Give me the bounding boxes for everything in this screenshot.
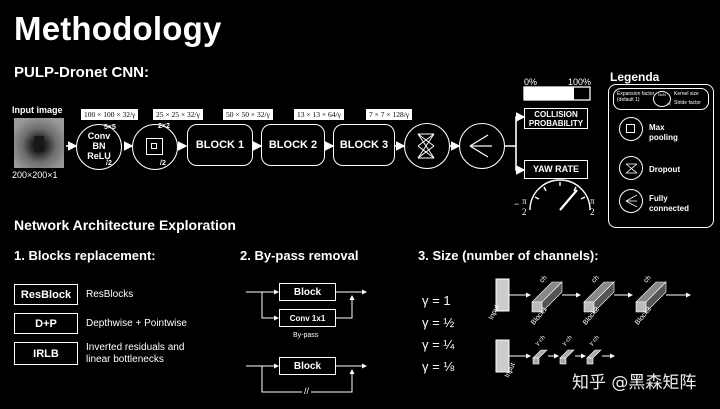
fc-output-node xyxy=(459,123,505,169)
maxpool-node xyxy=(132,124,178,170)
relu-op: ReLU xyxy=(87,151,111,161)
dim-label: 100 × 100 × 32/γ xyxy=(81,109,139,120)
block-1: BLOCK 1 xyxy=(187,124,253,166)
size-heading: 3. Size (number of channels): xyxy=(418,248,599,263)
bypass-block: Block xyxy=(279,283,336,301)
prob-max-label: 100% xyxy=(568,77,592,87)
legend-conv-circle: NxN xyxy=(653,91,671,107)
dim-label: 7 × 7 × 128/γ xyxy=(366,109,413,120)
conv-bn-relu-node xyxy=(76,124,122,170)
yaw-max-num: π xyxy=(590,196,595,206)
irlb-tag: IRLB xyxy=(14,342,78,365)
conv-op: Conv xyxy=(87,131,111,141)
legend-maxpool-icon xyxy=(619,117,643,141)
legend-stride-label: Stride factor xyxy=(674,100,701,106)
conv-ops-stack: Conv BN ReLU xyxy=(82,131,116,161)
slide-title: Methodology xyxy=(14,10,222,47)
dp-desc: Depthwise + Pointwise xyxy=(86,318,187,329)
conv-kernel-label: 5×5 xyxy=(104,124,116,131)
legend-maxpool-label: Max pooling xyxy=(649,123,678,142)
bypass-cut-mark: // xyxy=(302,386,312,396)
legend-stride-tag: /S xyxy=(667,101,671,106)
pool-stride-label: /2 xyxy=(160,160,166,167)
legend-title: Legenda xyxy=(610,70,660,84)
yaw-min-den: 2 xyxy=(522,207,527,217)
gamma-value: γ = ⅛ xyxy=(422,359,455,374)
yaw-max-den: 2 xyxy=(590,207,595,217)
bn-op: BN xyxy=(92,141,106,151)
legend-panel: Expansion factor(default 1) NxN /S Kerne… xyxy=(608,84,714,228)
gamma-value: γ = ½ xyxy=(422,315,455,330)
full-channel-bars xyxy=(531,281,667,313)
exploration-heading: Network Architecture Exploration xyxy=(14,217,236,233)
gamma-value: γ = 1 xyxy=(422,293,451,308)
bypass-heading: 2. By-pass removal xyxy=(240,248,359,263)
input-image-label: Input image xyxy=(12,105,63,115)
legend-kernel-label: Kernel size xyxy=(674,91,699,97)
input-size-label: 200×200×1 xyxy=(12,170,58,180)
slide-subtitle: PULP-Dronet CNN: xyxy=(14,64,149,81)
block-2: BLOCK 2 xyxy=(261,124,325,166)
input-image xyxy=(14,118,64,168)
removed-bypass-block: Block xyxy=(279,357,336,375)
collision-probability-output: COLLISION PROBABILITY xyxy=(524,108,588,129)
yaw-rate-output: YAW RATE xyxy=(524,160,588,179)
legend-expansion-label: Expansion factor(default 1) xyxy=(617,91,655,103)
yaw-gauge xyxy=(529,179,591,211)
dim-label: 13 × 13 × 64/γ xyxy=(294,109,344,120)
watermark: 知乎 @黑森矩阵 xyxy=(572,373,697,393)
maxpool-icon xyxy=(146,138,163,155)
gamma-list: γ = 1 γ = ½ γ = ¼ γ = ⅛ xyxy=(422,290,454,378)
dp-tag: D+P xyxy=(14,313,78,334)
legend-fc-label: Fully connected xyxy=(649,194,690,213)
block-3: BLOCK 3 xyxy=(333,124,395,166)
prob-min-label: 0% xyxy=(524,77,538,87)
gamma-value: γ = ¼ xyxy=(422,337,455,352)
dropout-fc-node xyxy=(404,123,450,169)
legend-fc-icon xyxy=(619,189,643,213)
legend-conv-sample xyxy=(613,88,709,110)
resblock-tag: ResBlock xyxy=(14,284,78,305)
legend-dropout-icon xyxy=(619,156,643,180)
legend-dropout-label: Dropout xyxy=(649,165,681,174)
dim-label: 50 × 50 × 32/γ xyxy=(223,109,273,120)
pool-kernel-label: 2×2 xyxy=(158,123,170,130)
dim-label: 25 × 25 × 32/γ xyxy=(153,109,203,120)
yaw-min-num: π xyxy=(522,196,527,206)
yaw-min-sign: − xyxy=(514,199,520,209)
scaled-channel-bars xyxy=(532,349,602,365)
irlb-desc: Inverted residuals and linear bottleneck… xyxy=(86,342,185,365)
resblock-desc: ResBlocks xyxy=(86,289,134,300)
bypass-conv1x1: Conv 1x1 xyxy=(279,309,336,327)
replacement-heading: 1. Blocks replacement: xyxy=(14,248,156,263)
conv-stride-label: /2 xyxy=(106,160,112,167)
bypass-label: By-pass xyxy=(293,332,319,339)
